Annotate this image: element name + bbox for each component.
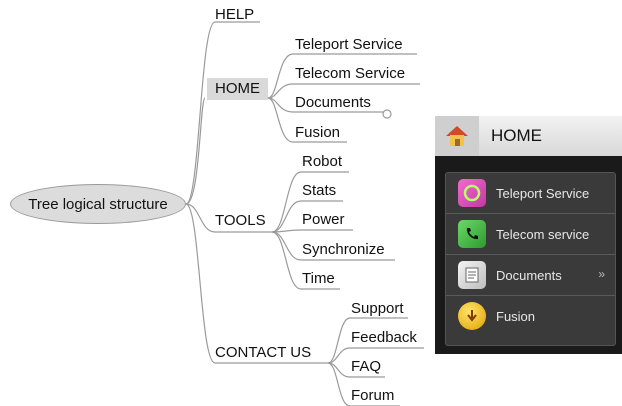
branch-tools: TOOLS xyxy=(215,212,266,229)
home-icon xyxy=(435,116,479,156)
node-synchronize: Synchronize xyxy=(302,241,385,258)
branch-help: HELP xyxy=(215,6,255,23)
node-forum: Forum xyxy=(351,387,395,404)
connector-contact-feedback xyxy=(327,347,424,364)
node-support: Support xyxy=(351,300,404,317)
connector-root-tools xyxy=(185,203,272,233)
menu-item-telecom-service[interactable]: Telecom service xyxy=(446,213,615,254)
chevron-right-icon: » xyxy=(598,267,605,281)
tree-connectors xyxy=(185,21,424,406)
fusion-icon xyxy=(458,302,486,330)
document-icon xyxy=(458,261,486,289)
menu-item-documents[interactable]: Documents » xyxy=(446,254,615,295)
menu-item-label: Fusion xyxy=(496,308,536,324)
node-stats: Stats xyxy=(302,182,337,199)
connector-tools-stats xyxy=(271,200,343,233)
tree-root-label: Tree logical structure xyxy=(28,195,168,213)
menu-item-label: Telecom service xyxy=(496,226,590,242)
connector-tools-time xyxy=(271,231,340,290)
connector-home-teleport xyxy=(267,53,417,99)
menu-header-title: HOME xyxy=(491,126,542,145)
node-documents: Documents xyxy=(295,94,371,111)
connector-home-telecom xyxy=(267,83,420,99)
documents-expand-node xyxy=(382,109,392,119)
connector-home-fusion xyxy=(267,97,347,143)
connector-home-documents xyxy=(267,97,386,113)
connector-root-contact xyxy=(185,203,328,364)
menu-list: Teleport Service Telecom service Documen… xyxy=(445,172,616,346)
node-feedback: Feedback xyxy=(351,329,417,346)
node-fusion: Fusion xyxy=(295,124,341,141)
menu-item-fusion[interactable]: Fusion xyxy=(446,295,615,336)
phone-icon xyxy=(458,220,486,248)
tree-root-node: Tree logical structure xyxy=(10,184,186,224)
node-robot: Robot xyxy=(302,153,343,170)
node-time: Time xyxy=(302,270,335,287)
branch-contact-us: CONTACT US xyxy=(215,344,312,361)
menu-item-teleport-service[interactable]: Teleport Service xyxy=(446,173,615,213)
connector-tools-power xyxy=(271,229,353,233)
node-telecom-service: Telecom Service xyxy=(295,65,406,82)
teleport-icon xyxy=(458,179,486,207)
connector-root-help xyxy=(185,21,260,205)
branch-home: HOME xyxy=(207,78,268,100)
menu-header[interactable]: HOME xyxy=(435,116,622,156)
menu-item-label: Documents xyxy=(496,267,562,283)
node-faq: FAQ xyxy=(351,358,382,375)
connector-tools-robot xyxy=(271,171,349,233)
connector-contact-support xyxy=(327,317,408,364)
home-menu-widget: HOME Teleport Service Telecom service xyxy=(435,116,622,354)
tree-diagram: Tree logical structure HELP HOME TOOLS C… xyxy=(10,6,426,406)
menu-item-label: Teleport Service xyxy=(496,185,590,201)
node-power: Power xyxy=(302,211,345,228)
connector-root-home xyxy=(185,97,206,205)
node-teleport-service: Teleport Service xyxy=(295,36,403,53)
